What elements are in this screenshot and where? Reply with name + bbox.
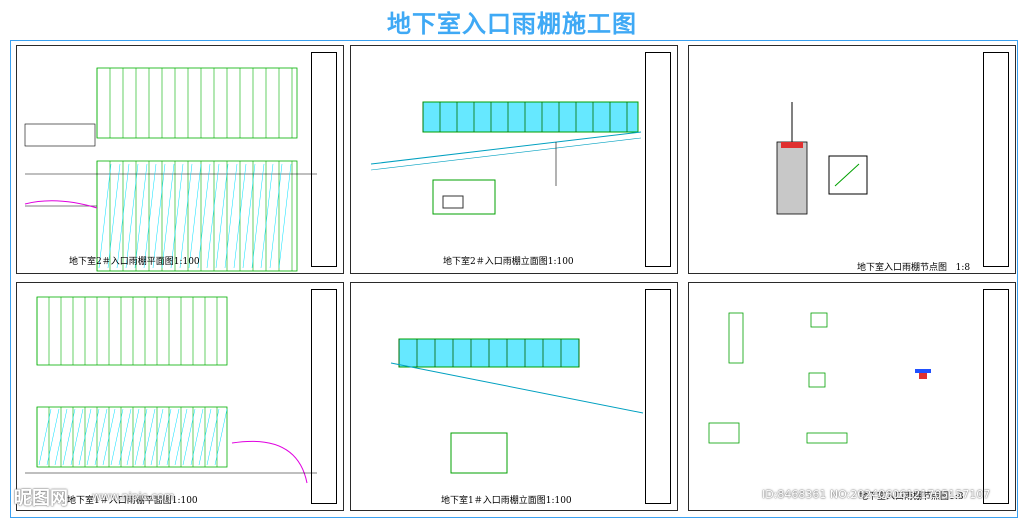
sheet-caption: 地下室2＃入口雨棚立面图1:100: [443, 257, 574, 267]
title-block: [645, 289, 671, 504]
watermark-site: www.nipic.com: [92, 490, 175, 503]
elevation-1-drawing: [390, 338, 644, 474]
sheet-grid-frame: [10, 40, 1018, 518]
title-block: [311, 52, 337, 267]
plan-1-drawing: [25, 296, 317, 484]
sheet-elevation-2[interactable]: 地下室2＃入口雨棚立面图1:100: [350, 45, 678, 274]
sheet-caption-text: 地下室入口雨棚节点图: [857, 263, 948, 273]
elevation-2-drawing: [370, 101, 642, 215]
sheet-caption: 地下室2＃入口雨棚平面图1:100: [69, 257, 200, 267]
sheet-plan-1[interactable]: 地下室1＃入口雨棚平面图1:100: [16, 282, 344, 511]
sheet-caption: 地下室1＃入口雨棚平面图1:100: [67, 496, 198, 506]
sheet-detail-a[interactable]: 地下室入口雨棚节点图 1:8: [688, 45, 1016, 274]
detail-a-drawing: [776, 102, 868, 215]
watermark-logo: 昵图网: [14, 488, 68, 509]
drawing-set-title: 地下室入口雨棚施工图: [387, 10, 637, 38]
sheet-elevation-1[interactable]: 地下室1＃入口雨棚立面图1:100: [350, 282, 678, 511]
sheet-plan-2[interactable]: 地下室2＃入口雨棚平面图1:100: [16, 45, 344, 274]
title-block: [645, 52, 671, 267]
plan-2-drawing: [24, 67, 317, 272]
title-block: [311, 289, 337, 504]
title-block: [983, 52, 1009, 267]
watermark-id: ID:8468361 NO:20240606121705157107: [762, 488, 991, 501]
sheet-caption: 地下室入口雨棚节点图 1:8: [857, 260, 970, 273]
sheet-caption: 地下室入口雨棚节点图1:8: [859, 492, 964, 502]
sheet-caption: 地下室1＃入口雨棚立面图1:100: [441, 496, 572, 506]
title-block: [983, 289, 1009, 504]
detail-b-drawing: [708, 312, 931, 444]
sheet-caption-scale: 1:8: [955, 263, 971, 273]
sheet-detail-b[interactable]: 地下室入口雨棚节点图1:8: [688, 282, 1016, 511]
